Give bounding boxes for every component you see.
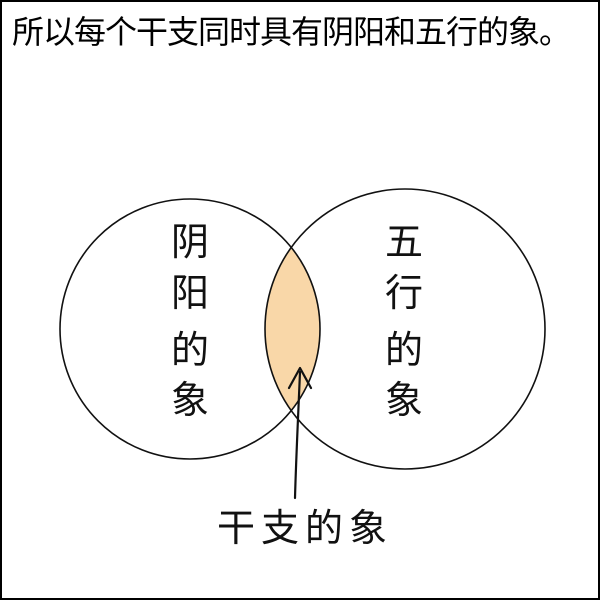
overlap-arrow xyxy=(287,366,313,500)
arrow-head xyxy=(287,366,313,390)
right-label-char-4: 象 xyxy=(385,378,423,422)
caption-text: 所以每个干支同时具有阴阳和五行的象。 xyxy=(12,13,571,51)
left-circle xyxy=(59,198,321,460)
right-circle xyxy=(264,188,546,470)
right-label-char-3: 的 xyxy=(385,328,423,372)
arrow-shaft xyxy=(293,370,302,500)
overlap-label: 干支的象 xyxy=(217,506,393,550)
left-label-char-3: 的 xyxy=(171,328,209,372)
right-label-char-1: 五 xyxy=(385,220,423,264)
left-label-char-2: 阳 xyxy=(171,271,209,315)
left-label-char-4: 象 xyxy=(171,378,209,422)
left-label-char-1: 阴 xyxy=(171,220,209,264)
right-label-char-2: 行 xyxy=(385,271,423,315)
